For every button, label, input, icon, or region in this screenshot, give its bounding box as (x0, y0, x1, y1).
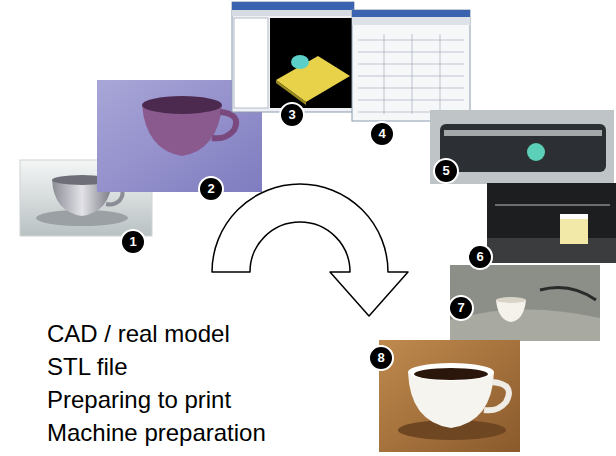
process-arrow (212, 184, 408, 316)
settings-table (352, 10, 470, 121)
printer-bed (487, 183, 616, 263)
machine-window (430, 110, 614, 184)
finished-cup-photo (379, 340, 520, 452)
callout-number: 6 (467, 244, 493, 270)
callout-number: 8 (368, 345, 394, 371)
callout-number: 4 (369, 121, 395, 147)
step-label: CAD / real model (47, 320, 230, 348)
step-label: STL file (47, 353, 127, 381)
callout-number: 3 (279, 102, 305, 128)
software-window (232, 2, 354, 112)
step-label: Machine preparation (47, 419, 266, 447)
callout-number: 2 (198, 176, 224, 202)
step-label: Preparing to print (47, 386, 231, 414)
callout-number: 5 (433, 158, 459, 184)
callout-number: 1 (120, 229, 146, 255)
callout-number: 7 (448, 295, 474, 321)
